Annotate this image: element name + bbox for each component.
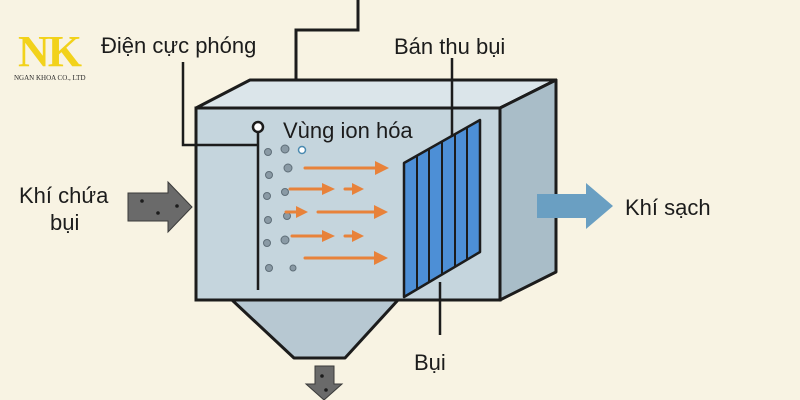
company-logo-name: NGAN KHOA CO., LTD [14, 74, 86, 82]
ion-arrow-head [296, 206, 308, 218]
ion-arrow-head [352, 183, 364, 195]
collector-plate-slats [416, 127, 468, 289]
collector-plate-label: Bán thu bụi [394, 34, 506, 59]
discharge-electrode-label: Điện cực phóng [101, 33, 257, 58]
power-lead-line [294, 0, 360, 80]
chamber-top-face [194, 78, 558, 110]
ion-particle-small [297, 145, 307, 155]
particle [264, 216, 272, 224]
particle [263, 239, 271, 247]
particle [265, 264, 273, 272]
inlet-dust-dots [140, 199, 179, 215]
particle [264, 148, 272, 156]
chamber-side-face [498, 78, 558, 302]
particle [263, 192, 271, 200]
discharge-electrode-leader [181, 62, 258, 147]
particle [281, 188, 289, 196]
particle [265, 171, 273, 179]
clean-gas-arrow [537, 183, 613, 229]
clean-gas-label: Khí sạch [625, 195, 711, 220]
ionization-zone-label: Vùng ion hóa [283, 118, 413, 143]
company-logo-mark: NK [18, 27, 82, 76]
dusty-gas-label-line1: Khí chứa [19, 183, 109, 208]
dust-outlet-arrow [304, 365, 344, 400]
dust-dot [320, 374, 324, 378]
ion-arrow-head [322, 183, 335, 195]
outlet-dust-dots [320, 374, 328, 392]
particle [280, 144, 290, 154]
particle [283, 212, 291, 220]
dust-label: Bụi [414, 350, 446, 375]
inlet-arrow [127, 180, 193, 234]
particle [289, 264, 297, 272]
dust-dot [175, 204, 179, 208]
ion-arrow-head [352, 230, 364, 242]
discharge-electrode-tip [251, 120, 265, 134]
dust-dot [156, 211, 160, 215]
dust-dot [140, 199, 144, 203]
ion-flow-arrows [284, 161, 389, 265]
ion-arrow-head [375, 161, 389, 175]
ion-arrow-head [374, 251, 388, 265]
hopper [230, 298, 400, 360]
ion-particles [263, 144, 297, 272]
ion-arrow-head [322, 230, 335, 242]
dust-dot [324, 388, 328, 392]
particle [283, 163, 293, 173]
particle [280, 235, 290, 245]
ion-arrow-head [374, 205, 388, 219]
dusty-gas-label-line2: bụi [50, 210, 80, 235]
